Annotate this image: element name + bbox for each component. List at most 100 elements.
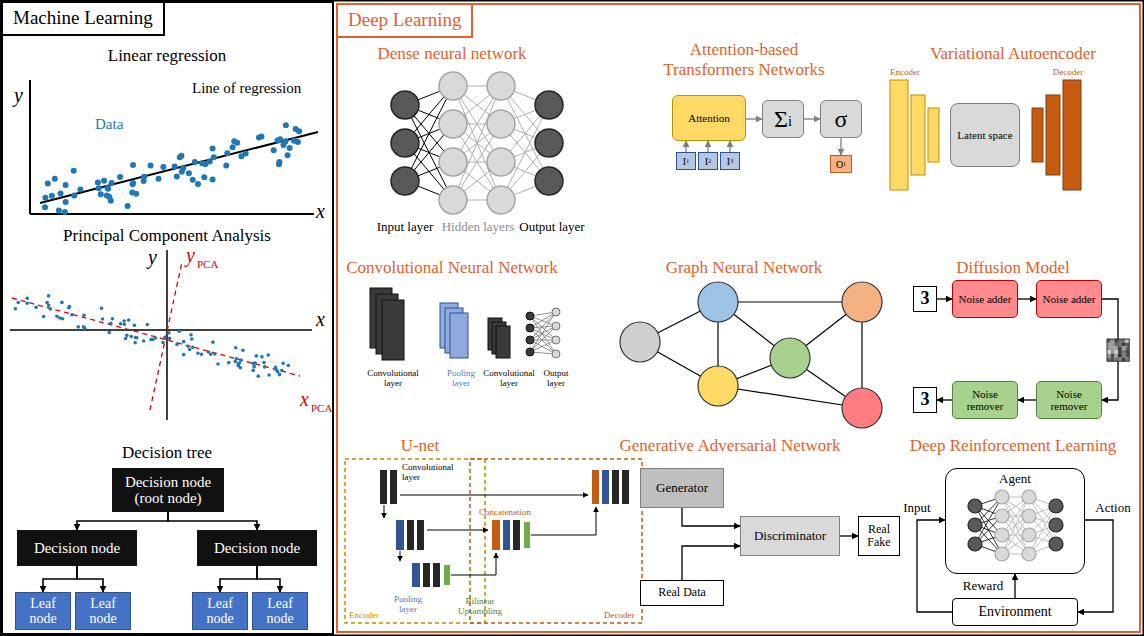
noise-pixel bbox=[1122, 339, 1126, 343]
graph-vertex bbox=[698, 282, 738, 322]
down-arrow bbox=[384, 505, 385, 518]
node-text: Decision node (root node) bbox=[115, 474, 221, 507]
pooling-layer bbox=[450, 313, 468, 358]
connector bbox=[937, 298, 952, 299]
connector bbox=[685, 141, 686, 152]
data-point bbox=[101, 317, 105, 321]
down-arrow bbox=[400, 551, 401, 561]
neuron bbox=[487, 72, 515, 100]
data-point bbox=[127, 318, 131, 322]
pca-axis bbox=[12, 298, 300, 376]
noise-pixel bbox=[1111, 339, 1115, 343]
data-point bbox=[207, 350, 211, 354]
data-point bbox=[202, 161, 208, 167]
decoder-layer bbox=[1046, 95, 1060, 175]
data-point bbox=[34, 306, 38, 310]
data-point bbox=[186, 170, 192, 176]
neuron bbox=[526, 312, 534, 320]
data-point bbox=[191, 346, 195, 350]
neuron bbox=[391, 91, 419, 119]
noise-pixel bbox=[1118, 350, 1122, 354]
node-text: 1 bbox=[686, 158, 689, 165]
conv-layer bbox=[503, 520, 510, 550]
data-point bbox=[105, 186, 111, 192]
data-point bbox=[211, 340, 215, 344]
node-text: 3 bbox=[921, 390, 930, 410]
data-point bbox=[241, 348, 245, 352]
neuron bbox=[552, 336, 560, 344]
noise-pixel bbox=[1111, 350, 1115, 354]
data-point bbox=[188, 348, 192, 352]
encoder-region bbox=[345, 459, 485, 623]
section-title: Diffusion Model bbox=[956, 258, 1070, 278]
section-title: x bbox=[300, 388, 309, 411]
data-point bbox=[58, 190, 64, 196]
data-point bbox=[295, 139, 301, 145]
data-point bbox=[141, 174, 147, 180]
annotation-label: Decoder bbox=[1053, 67, 1083, 77]
annotation-label: Input layer bbox=[377, 220, 434, 235]
sum-box: Σi bbox=[762, 100, 804, 138]
data-point bbox=[172, 163, 178, 169]
data-point bbox=[95, 180, 101, 186]
neuron bbox=[535, 129, 563, 157]
annotation-label: Decoder bbox=[604, 610, 634, 620]
data-point bbox=[266, 353, 270, 357]
node-text: Generator bbox=[656, 481, 708, 495]
input-token: I2 bbox=[698, 152, 718, 170]
node-text: Noise remover bbox=[1040, 388, 1098, 412]
generator-box: Generator bbox=[640, 468, 724, 508]
section-title: Linear regression bbox=[108, 46, 226, 66]
data-point bbox=[70, 313, 74, 317]
input-token: I1 bbox=[676, 152, 696, 170]
data-point bbox=[223, 163, 229, 169]
conv-layer bbox=[390, 470, 397, 504]
section-title: Variational Autoencoder bbox=[930, 44, 1096, 64]
graph-vertex bbox=[620, 322, 660, 362]
data-point bbox=[276, 161, 282, 167]
annotation-label: Pooling layer bbox=[390, 594, 426, 615]
data-point bbox=[45, 301, 49, 305]
data-point bbox=[281, 142, 287, 148]
agent-box: Agent bbox=[945, 468, 1085, 574]
neuron bbox=[1022, 547, 1036, 561]
neuron bbox=[1049, 499, 1063, 513]
data-point bbox=[190, 177, 196, 183]
neuron bbox=[439, 72, 467, 100]
noise-pixel bbox=[1114, 346, 1118, 350]
connector bbox=[682, 546, 740, 580]
connector bbox=[1102, 299, 1118, 400]
data-point bbox=[71, 193, 77, 199]
noise-pixel bbox=[1118, 354, 1122, 358]
neuron bbox=[391, 167, 419, 195]
attention-box: Attention bbox=[672, 95, 746, 141]
data-point bbox=[224, 150, 230, 156]
data-point bbox=[216, 362, 220, 366]
graph-edge bbox=[718, 301, 862, 302]
node-text: O bbox=[836, 159, 843, 170]
data-point bbox=[161, 341, 165, 345]
data-point bbox=[182, 340, 186, 344]
latent-box: Latent space bbox=[950, 103, 1020, 167]
x-axis bbox=[30, 213, 314, 215]
node-text: Noise remover bbox=[956, 388, 1014, 412]
pooling-layer bbox=[412, 563, 420, 587]
annotation-label: Data bbox=[95, 116, 123, 133]
x-axis bbox=[10, 329, 312, 331]
conv-layer bbox=[423, 563, 430, 587]
data-point bbox=[234, 346, 238, 350]
conv-layer bbox=[407, 520, 414, 550]
node-text: Leaf node bbox=[19, 596, 67, 627]
data-point bbox=[42, 195, 48, 201]
data-point bbox=[109, 180, 115, 186]
noise-pixel bbox=[1114, 350, 1118, 354]
data-point bbox=[210, 146, 216, 152]
data-point bbox=[256, 135, 262, 141]
data-point bbox=[163, 336, 167, 340]
data-point bbox=[63, 182, 69, 188]
up-arrow bbox=[451, 553, 496, 575]
data-point bbox=[277, 136, 283, 142]
edge-label: Reward bbox=[961, 579, 1005, 593]
neuron bbox=[1049, 518, 1063, 532]
